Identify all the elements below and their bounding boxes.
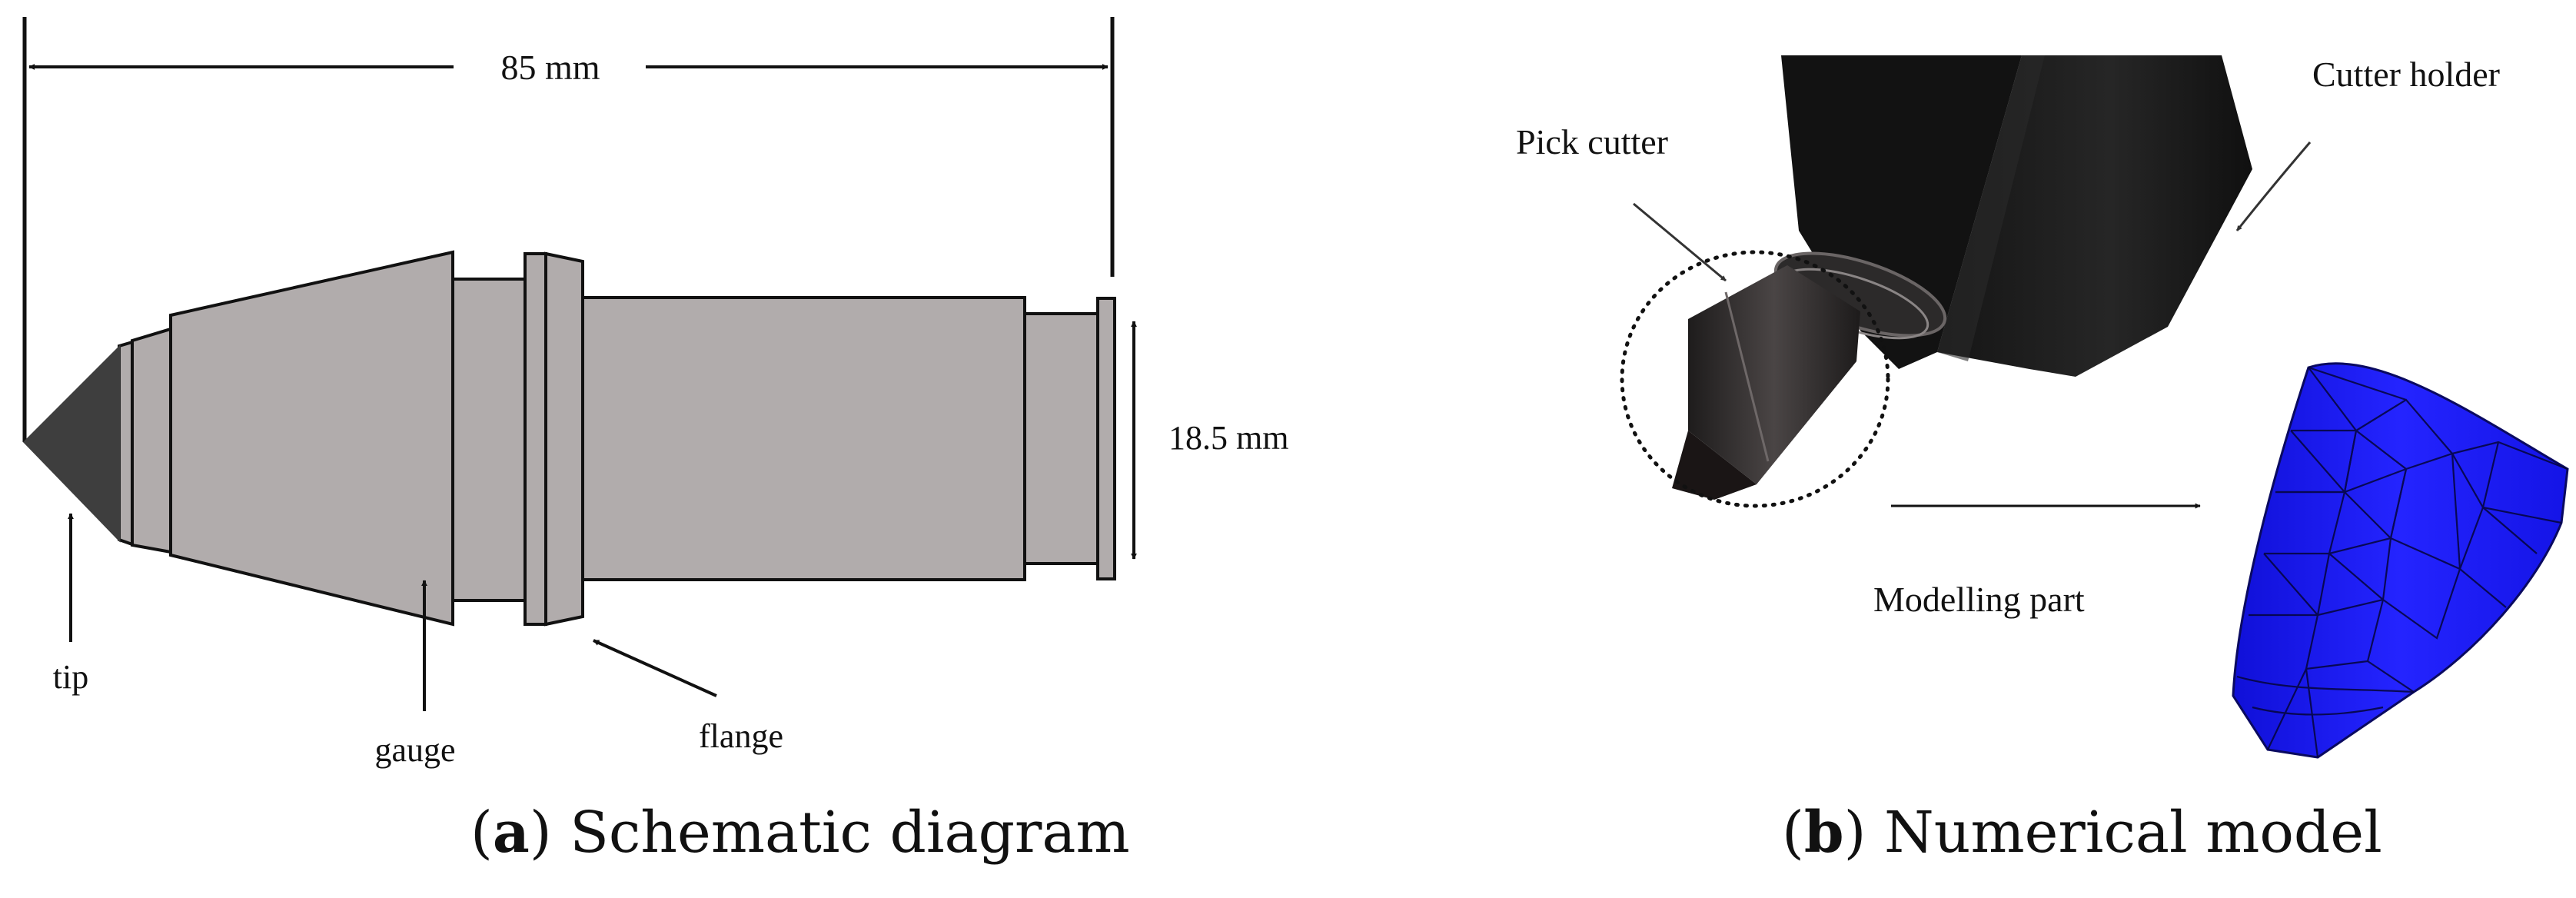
arrow-cutter-holder [2235, 141, 2312, 231]
caption-a: (a) Schematic diagram [470, 800, 1130, 866]
dimension-label-85: 85 mm [500, 48, 600, 87]
label-flange: flange [699, 717, 783, 755]
shank-main [581, 296, 1026, 581]
pick-edge-highlight [1724, 291, 1770, 462]
label-pick-cutter: Pick cutter [1516, 122, 1668, 161]
carbide-tip [22, 344, 121, 543]
step-ring-1 [118, 340, 134, 547]
arrow-pick-cutter [1633, 202, 1727, 282]
flange-taper [544, 251, 584, 627]
label-cutter-holder: Cutter holder [2312, 55, 2500, 94]
tail-end [1096, 297, 1116, 580]
neck [451, 278, 527, 602]
mesh-body [2232, 362, 2569, 759]
pick-body [118, 250, 1116, 627]
label-gauge: gauge [374, 731, 455, 769]
pick-cutter-photo [1672, 265, 1860, 500]
arrow-flange [593, 639, 717, 697]
gauge-cone [169, 250, 454, 627]
shank-small [1023, 312, 1099, 565]
panel-schematic: 85 mm 18.5 mm tip gauge flange (a) Schem… [22, 17, 1288, 866]
mesh-lines [2236, 366, 2568, 758]
label-modelling-part: Modelling part [1873, 580, 2085, 619]
model-svg: Pick cutter Cutter holder Modelling part [1516, 55, 2569, 759]
cutter-holder-photo [1773, 55, 2252, 377]
step-ring-2 [131, 327, 172, 554]
caption-text-a: Schematic diagram [570, 800, 1130, 866]
caption-letter-a: a [492, 800, 530, 866]
caption-text-b: Numerical model [1884, 800, 2382, 866]
dimension-label-18-5: 18.5 mm [1168, 419, 1288, 457]
schematic-svg: 85 mm 18.5 mm tip gauge flange [22, 17, 1288, 769]
fe-mesh-model [2232, 362, 2569, 759]
label-tip: tip [53, 658, 88, 696]
pick-cone [1688, 265, 1860, 484]
caption-b: (b) Numerical model [1782, 800, 2382, 866]
modelling-region-circle [1620, 250, 1890, 508]
panel-numerical-model: Pick cutter Cutter holder Modelling part [1461, 0, 2576, 898]
cutter-holder-shade [1937, 55, 2045, 361]
flange [524, 252, 547, 626]
pick-tip [1672, 431, 1757, 500]
caption-letter-b: b [1803, 800, 1844, 866]
